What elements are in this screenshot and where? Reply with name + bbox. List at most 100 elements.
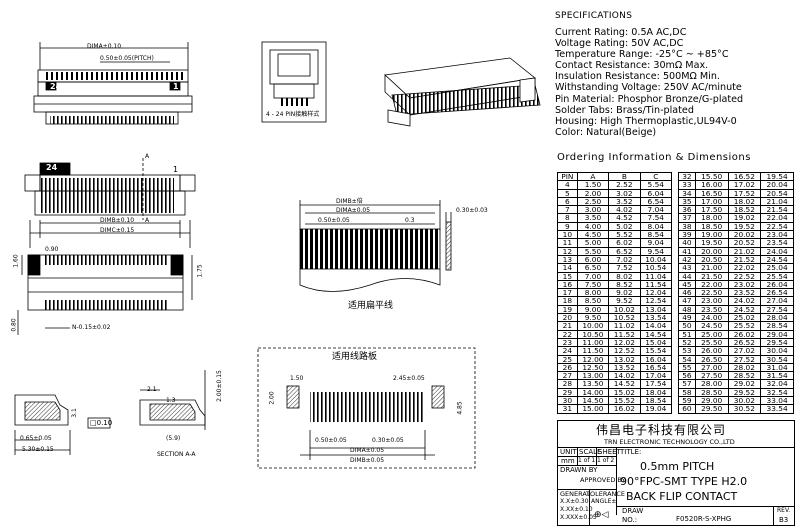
sec-21: 2.1 [147, 386, 157, 393]
table-cell: 14 [557, 263, 578, 273]
spec-line: Insulation Resistance: 500MΩ Min. [555, 71, 720, 83]
table-cell: 5.00 [576, 238, 610, 248]
no-label: NO.: [622, 516, 638, 524]
table-cell: 19.04 [639, 404, 673, 414]
general-label: GENERAL [560, 490, 591, 498]
table-cell: 21.00 [694, 263, 729, 273]
table-cell: 16.00 [694, 180, 729, 190]
table-cell: 6.02 [608, 238, 641, 248]
table-cell: 21 [557, 321, 578, 331]
table-cell: 1.50 [576, 180, 610, 190]
dim-c-label: DIMC±0.15 [100, 227, 135, 234]
side-label-box: □0.10 [90, 419, 113, 427]
drawing-number: F0520R-S-XPHG [676, 515, 732, 523]
table-cell: 25.52 [727, 321, 762, 331]
side-530: 5.30±0.15 [22, 446, 54, 453]
pin1-front: 1 [173, 165, 179, 174]
fpc-dima: DIMA±0.05 [336, 207, 371, 214]
table-cell: 33 [678, 180, 696, 190]
pcb-485: 4.85 [456, 401, 464, 415]
spec-line: Temperature Range: -25°C ~ +85°C [555, 49, 729, 61]
pin-style-detail [261, 41, 327, 123]
side-065: 0.65±0.05 [20, 435, 52, 442]
table-cell: 53 [678, 346, 696, 356]
sec-59: (5.9) [166, 435, 181, 442]
spec-line: Solder Tabs: Brass/Tin-plated [555, 104, 694, 116]
table-cell: 50 [678, 321, 696, 331]
table-cell: 14.52 [608, 379, 641, 389]
isometric-view [384, 57, 541, 127]
table-cell: 24.02 [727, 296, 762, 306]
spec-line: Contact Resistance: 30mΩ Max. [555, 60, 709, 72]
pin-style-label: 4 - 24 PIN接触样式 [266, 111, 320, 118]
approved-by: APPROVED BY [580, 476, 626, 484]
pcb-245: 2.45±0.05 [393, 375, 425, 382]
draw-label: DRAW [622, 507, 644, 515]
projection-icon: ⊕◁ [594, 510, 609, 520]
spec-line: Withstanding Voltage: 250V AC/minute [555, 82, 742, 94]
bottom-view-connector [17, 254, 193, 335]
table-cell: 27.02 [727, 346, 762, 356]
pcb-caption: 适用线路板 [332, 352, 378, 362]
drawn-by: DRAWN BY [560, 466, 598, 474]
front-view-connector [24, 158, 196, 248]
spec-line: Current Rating: 0.5A AC,DC [555, 27, 687, 38]
table-cell: 60 [678, 404, 696, 414]
table-cell: 9.52 [608, 296, 641, 306]
table-cell: 22.02 [727, 263, 762, 273]
table-cell: 16.02 [608, 404, 641, 414]
pcb-layout [257, 347, 476, 469]
section-label: SECTION A-A [157, 451, 196, 458]
table-cell: 11 [557, 238, 578, 248]
spec-title: SPECIFICATIONS [555, 11, 633, 21]
pin1-top: 1 [173, 82, 179, 91]
dim-080: 0.80 [10, 318, 18, 332]
table-cell: 5.54 [639, 180, 673, 190]
dim-160: 1.60 [12, 254, 20, 268]
table-cell: 17.02 [727, 180, 762, 190]
section-aa [139, 370, 206, 430]
company-cn: 伟昌电子科技有限公司 [596, 423, 727, 437]
table-cell: 30.04 [760, 346, 794, 356]
title-line-2: 90°FPC-SMT TYPE H2.0 [620, 475, 748, 488]
table-cell: 14.04 [639, 321, 673, 331]
table-cell: 12.54 [639, 296, 673, 306]
pcb-030: 0.30±0.05 [372, 437, 404, 444]
pcb-dimb: DIMB±0.05 [350, 457, 385, 464]
table-cell: 10.54 [639, 263, 673, 273]
spec-line: Pin Material: Phosphor Bronze/G-plated [555, 93, 744, 105]
table-cell: 13.50 [576, 379, 610, 389]
table-cell: 4 [557, 180, 578, 190]
rev-value: B3 [779, 516, 789, 524]
table-cell: 15.54 [639, 346, 673, 356]
title-block: 伟昌电子科技有限公司 TRN ELECTRONIC TECHNOLOGY CO.… [557, 420, 795, 526]
rev-label: REV. [777, 507, 791, 514]
title-line-1: 0.5mm PITCH [640, 460, 715, 473]
table-cell: 17.54 [639, 379, 673, 389]
section-a-mark-bottom: A [145, 217, 150, 224]
table-cell: 6.50 [576, 263, 610, 273]
pin24-top: 24 [50, 82, 62, 91]
table-cell: 9.04 [639, 238, 673, 248]
spec-line: Voltage Rating: 50V AC,DC [555, 38, 684, 50]
tolerance-label: TOLERANCE [586, 490, 626, 498]
table-cell: 40 [678, 238, 696, 248]
table-cell: 30.52 [727, 404, 762, 414]
pcb-200: 2.00 [268, 391, 276, 405]
table-cell: 8.50 [576, 296, 610, 306]
dim-b-label: DIMB±0.10 [100, 217, 135, 224]
